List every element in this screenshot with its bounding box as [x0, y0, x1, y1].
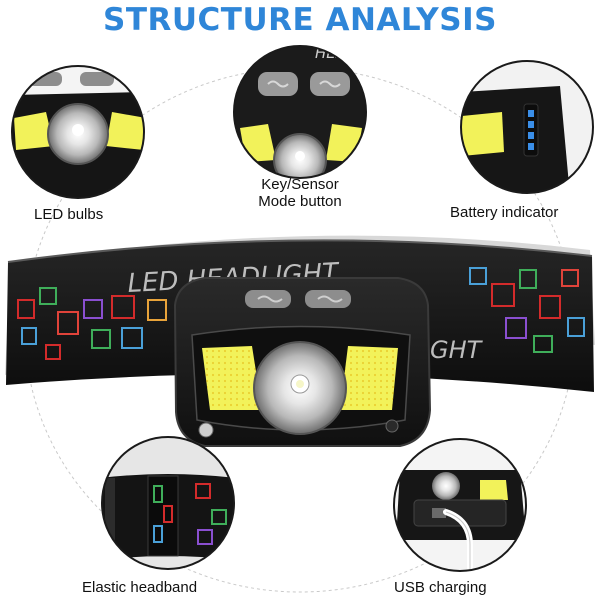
zoom-usb-charging [393, 438, 527, 572]
label-elastic-headband: Elastic headband [82, 579, 198, 596]
battery-led-1 [528, 110, 534, 117]
zoom-mode-button: HEADLIGHT [233, 45, 367, 179]
zoom-led-bulbs [11, 65, 145, 199]
battery-led-3 [528, 132, 534, 139]
page-title: STRUCTURE ANALYSIS [103, 2, 497, 38]
label-key-sensor-line1: Key/Sensor [261, 176, 339, 193]
headband-pattern [17, 267, 585, 360]
zoom-elastic-headband [101, 436, 235, 570]
label-key-sensor-line2: Mode button [258, 193, 342, 210]
mode-button-left [245, 290, 291, 308]
battery-led-4 [528, 143, 534, 150]
battery-led-2 [528, 121, 534, 128]
zoom-battery-indicator [460, 60, 594, 194]
headband-text-right: GHT [430, 336, 484, 364]
label-led-bulbs: LED bulbs [34, 206, 104, 223]
mode-button-right [305, 290, 351, 308]
label-battery-indicator: Battery indicator [450, 204, 559, 221]
label-usb-charging: USB charging [394, 579, 487, 596]
label-key-sensor: Key/Sensor Mode button [228, 176, 372, 210]
headlamp-body [173, 277, 432, 447]
sensor [198, 422, 214, 438]
